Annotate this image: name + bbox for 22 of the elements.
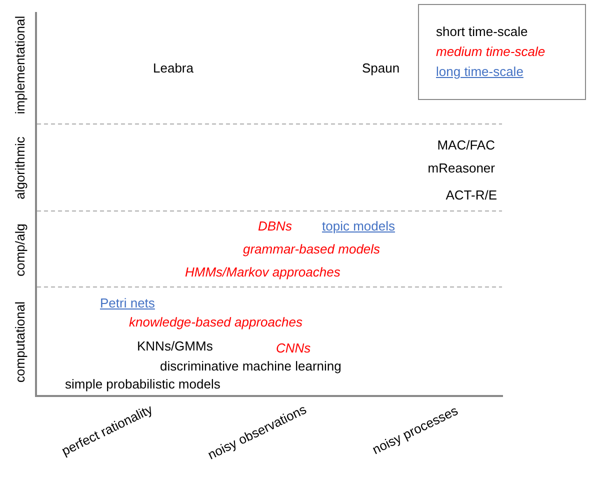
axis-label: implementational: [14, 16, 26, 114]
model-label: mReasoner: [428, 162, 495, 174]
model-label: Spaun: [362, 62, 400, 74]
axis-label: computational: [14, 302, 26, 382]
legend-entry: medium time-scale: [436, 44, 546, 60]
legend-entry: long time-scale: [436, 64, 524, 80]
model-label: topic models: [322, 220, 395, 232]
model-label: Petri nets: [100, 296, 155, 310]
model-label: HMMs/Markov approaches: [185, 266, 340, 278]
legend-entry: short time-scale: [436, 24, 528, 40]
model-label: grammar-based models: [243, 242, 380, 256]
model-label: CNNs: [276, 342, 311, 354]
model-label: ACT-R/E: [446, 188, 497, 202]
model-label: knowledge-based approaches: [129, 316, 302, 328]
model-label: DBNs: [258, 220, 292, 232]
axis-label: comp/alg: [14, 224, 26, 276]
model-label: simple probabilistic models: [65, 378, 220, 390]
model-label: MAC/FAC: [437, 138, 495, 152]
model-label: discriminative machine learning: [160, 360, 342, 372]
model-label: Leabra: [153, 62, 194, 74]
model-label: KNNs/GMMs: [137, 340, 213, 352]
axis-label: algorithmic: [14, 136, 26, 200]
